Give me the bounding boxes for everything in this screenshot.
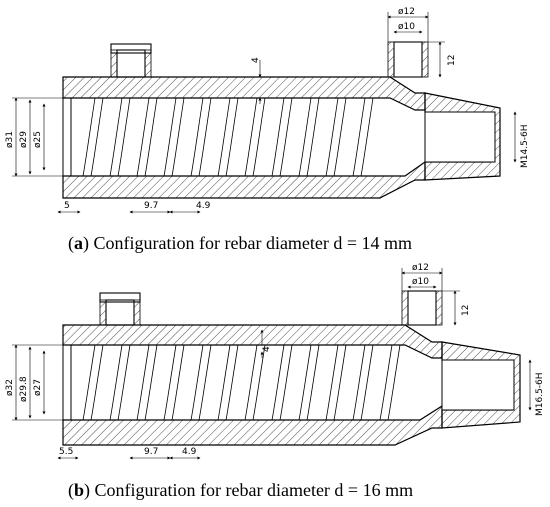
dim-wall-b: 4 bbox=[262, 346, 272, 352]
thread-line bbox=[325, 344, 339, 421]
sleeve-a-top-wall bbox=[62, 76, 426, 111]
dim-pitch-b: 9.7 bbox=[144, 447, 158, 457]
dim-thread-a: M14.5-6H bbox=[520, 124, 530, 168]
dim-od-inner-b: ø27 bbox=[33, 379, 43, 396]
thread-line bbox=[360, 97, 374, 177]
thread-line bbox=[252, 97, 266, 177]
dim-nozzle-outer-b: ø12 bbox=[412, 263, 429, 273]
thread-line bbox=[117, 344, 131, 421]
thread-line bbox=[379, 344, 393, 421]
thread-line bbox=[117, 97, 131, 177]
thread-line bbox=[109, 97, 123, 177]
dim-nozzle-height-b: 12 bbox=[461, 305, 471, 316]
thread-line bbox=[271, 344, 285, 421]
thread-line bbox=[136, 344, 150, 421]
thread-line bbox=[279, 97, 293, 177]
thread-line bbox=[333, 344, 347, 421]
dim-od-outer-a: ø31 bbox=[5, 131, 15, 148]
thread-line bbox=[82, 344, 96, 421]
dim-nozzle-inner-b: ø10 bbox=[412, 277, 429, 287]
caption-a: (a) Configuration for rebar diameter d =… bbox=[68, 233, 412, 254]
thread-line bbox=[271, 97, 285, 177]
sleeve-a-bottom-wall bbox=[62, 160, 426, 199]
dim-thread-b: M16.5-6H bbox=[535, 372, 545, 416]
dim-od-middle-b: ø29.8 bbox=[19, 376, 29, 402]
thread-line bbox=[387, 344, 401, 421]
thread-line bbox=[82, 97, 96, 177]
thread-line bbox=[198, 97, 212, 177]
thread-line bbox=[298, 344, 312, 421]
thread-line bbox=[306, 97, 320, 177]
thread-line bbox=[144, 344, 158, 421]
dim-left-lip-a: 5 bbox=[64, 201, 70, 211]
helical-threads-b bbox=[82, 344, 401, 421]
thread-line bbox=[252, 344, 266, 421]
outlet-nozzle-a bbox=[387, 41, 429, 78]
thread-line bbox=[90, 97, 104, 177]
sleeve-b-left-lip bbox=[62, 344, 72, 421]
sleeve-a-left-lip bbox=[62, 97, 72, 177]
thread-line bbox=[171, 97, 185, 177]
thread-line bbox=[198, 344, 212, 421]
thread-line bbox=[190, 97, 204, 177]
panel-a: ø31 ø29 ø25 4 5 9.7 4.9 ø12 ø10 12 M14.5… bbox=[5, 7, 530, 254]
sleeve-b-top-wall bbox=[62, 324, 443, 359]
inlet-nozzle-a bbox=[110, 43, 152, 78]
dim-nozzle-height-a: 12 bbox=[447, 55, 457, 66]
sleeve-a-thread-bore bbox=[424, 111, 496, 163]
thread-line bbox=[244, 344, 258, 421]
thread-line bbox=[225, 97, 239, 177]
thread-line bbox=[225, 344, 239, 421]
thread-line bbox=[298, 97, 312, 177]
thread-line bbox=[190, 344, 204, 421]
thread-line bbox=[244, 97, 258, 177]
panel-b: ø32 ø29.8 ø27 4 5.5 9.7 4.9 ø12 ø10 12 M… bbox=[5, 263, 545, 501]
thread-line bbox=[136, 97, 150, 177]
thread-line bbox=[163, 97, 177, 177]
dim-rib-b: 4.9 bbox=[182, 447, 197, 457]
helical-threads-a bbox=[82, 97, 374, 177]
thread-line bbox=[144, 97, 158, 177]
thread-line bbox=[333, 97, 347, 177]
dim-nozzle-outer-a: ø12 bbox=[398, 7, 415, 17]
dim-pitch-a: 9.7 bbox=[144, 201, 158, 211]
thread-line bbox=[360, 344, 374, 421]
dim-nozzle-inner-a: ø10 bbox=[398, 22, 415, 32]
thread-line bbox=[306, 344, 320, 421]
sleeve-b-thread-bore bbox=[441, 359, 515, 411]
thread-line bbox=[352, 344, 366, 421]
thread-line bbox=[279, 344, 293, 421]
outlet-nozzle-b bbox=[401, 290, 443, 326]
inlet-nozzle-b bbox=[99, 292, 141, 326]
thread-line bbox=[217, 97, 231, 177]
dim-od-inner-a: ø25 bbox=[33, 131, 43, 148]
dimensions-a bbox=[12, 12, 517, 214]
thread-line bbox=[217, 344, 231, 421]
dim-wall-a: 4 bbox=[251, 57, 261, 63]
dim-left-lip-b: 5.5 bbox=[59, 447, 73, 457]
thread-line bbox=[109, 344, 123, 421]
thread-line bbox=[90, 344, 104, 421]
thread-line bbox=[352, 97, 366, 177]
thread-line bbox=[171, 344, 185, 421]
caption-b: (b) Configuration for rebar diameter d =… bbox=[68, 480, 413, 501]
dim-od-middle-a: ø29 bbox=[19, 131, 29, 148]
dim-od-outer-b: ø32 bbox=[5, 379, 15, 396]
thread-line bbox=[163, 344, 177, 421]
thread-line bbox=[325, 97, 339, 177]
dim-rib-a: 4.9 bbox=[196, 201, 211, 211]
dimensions-b bbox=[12, 268, 532, 460]
sleeve-b-bottom-wall bbox=[62, 404, 443, 446]
